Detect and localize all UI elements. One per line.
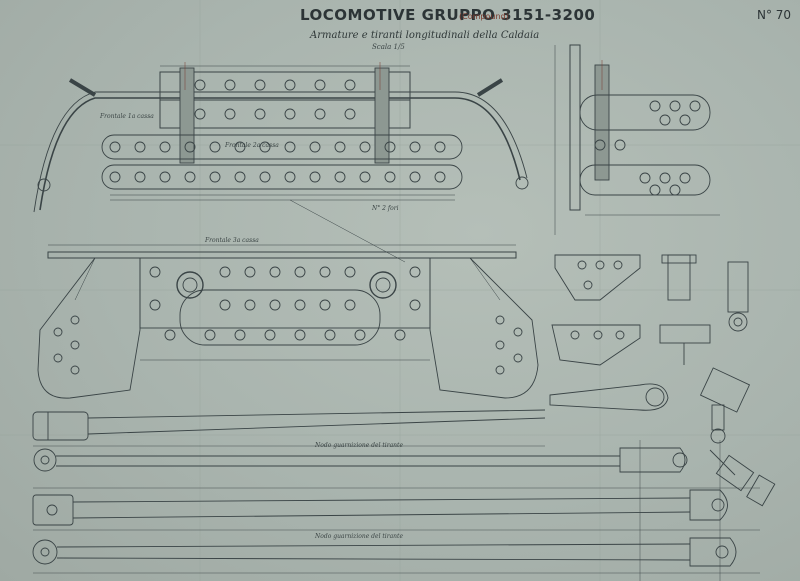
drawing-subtitle: Armature e tiranti longitudinali della C… (310, 30, 540, 41)
annotation-frontale-mid: Frontale 2a cassa (225, 142, 279, 149)
tie-rods (32, 409, 776, 581)
annotation-frontale-top: Frontale 1a cassa (100, 113, 154, 120)
annotation-frontale-lower: Frontale 3a cassa (205, 237, 259, 244)
plate-number: N° 70 (757, 8, 792, 22)
red-ink-marks (184, 60, 603, 90)
middle-holes (53, 266, 523, 375)
top-stay-assembly (33, 65, 529, 263)
title-note: (Compound) (459, 12, 509, 21)
annotation-rod-1: Nodo guarnizione del tirante (315, 442, 403, 449)
middle-crown-assembly (37, 244, 539, 399)
drawing-title: LOCOMOTIVE GRUPPO 3151-3200 (300, 6, 596, 24)
scale-label: Scala 1/5 (372, 43, 405, 51)
side-view-detail (554, 44, 720, 235)
bracket-details (551, 254, 749, 366)
fork-end-details (549, 367, 751, 444)
top-holes (37, 79, 529, 192)
annotation-rod-2: Nodo guarnizione del tirante (315, 533, 403, 540)
annotation-diagonal: N° 2 fori (372, 205, 399, 212)
